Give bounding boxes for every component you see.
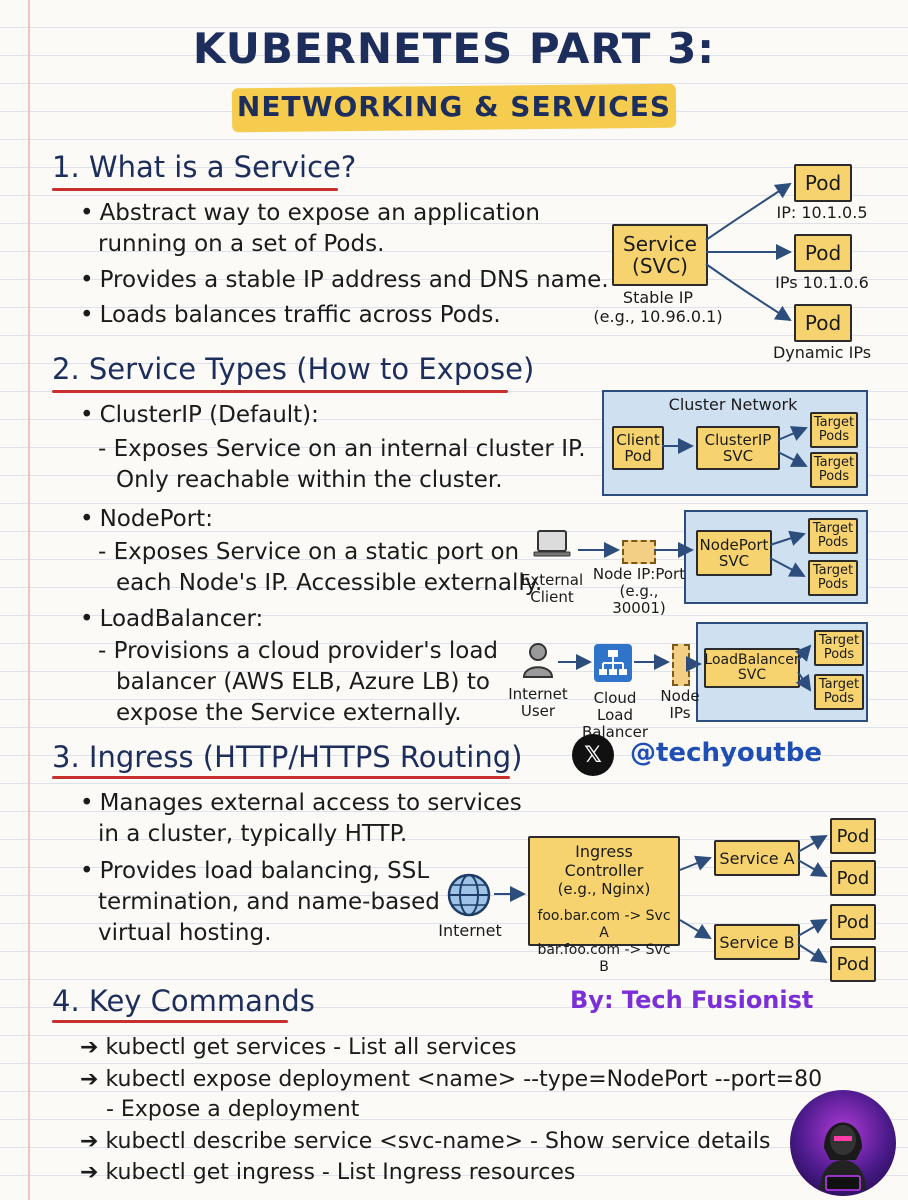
loadbalancer-desc-2: balancer (AWS ELB, Azure LB) to xyxy=(116,669,490,695)
loadbalancer-desc-1: - Provisions a cloud provider's load xyxy=(98,638,499,664)
node-ip-port-label: Node IP:Port(e.g., 30001) xyxy=(592,565,686,617)
pod-box-1: Pod xyxy=(794,164,852,202)
command-2-desc: - Expose a deployment xyxy=(106,1097,360,1122)
arrow-icon: ➔ xyxy=(80,1067,106,1092)
arrow-icon: ➔ xyxy=(80,1160,106,1185)
section-1-underline xyxy=(52,188,338,191)
section-3-underline xyxy=(52,776,510,779)
nodeport-desc-2: each Node's IP. Accessible externally. xyxy=(116,570,543,596)
service-b-box: Service B xyxy=(714,924,800,960)
user-icon xyxy=(522,642,554,678)
section-3-heading: 3. Ingress (HTTP/HTTPS Routing) xyxy=(52,740,522,774)
section-3-title: Ingress (HTTP/HTTPS Routing) xyxy=(88,740,523,774)
loadbalancer-desc-3: expose the Service externally. xyxy=(116,700,462,726)
social-handle[interactable]: @techyoutbe xyxy=(630,738,822,768)
pod-1-ip: IP: 10.1.0.5 xyxy=(776,203,868,222)
command-3: ➔ kubectl describe service <svc-name> - … xyxy=(80,1129,771,1154)
section-2-underline xyxy=(52,390,508,393)
command-2: ➔ kubectl expose deployment <name> --typ… xyxy=(80,1067,823,1092)
s1-bullet-1: Abstract way to expose an application xyxy=(80,198,540,229)
nodeport-title: NodePort: xyxy=(80,504,213,535)
clusterip-desc-1: - Exposes Service on an internal cluster… xyxy=(98,436,586,462)
pod-box-3: Pod xyxy=(794,304,852,342)
section-4-heading: 4. Key Commands xyxy=(52,984,315,1018)
command-1: ➔ kubectl get services - List all servic… xyxy=(80,1035,517,1060)
s1-bullet-2: Provides a stable IP address and DNS nam… xyxy=(80,265,609,296)
author-avatar xyxy=(790,1090,896,1196)
globe-icon xyxy=(446,872,492,918)
arrow-icon: ➔ xyxy=(80,1129,106,1154)
pod-box-2: Pod xyxy=(794,234,852,272)
node-ips-box xyxy=(672,644,690,686)
service-a-box: Service A xyxy=(714,840,800,876)
nodeport-desc-1: - Exposes Service on a static port on xyxy=(98,539,520,565)
section-3-number: 3. xyxy=(52,740,80,774)
laptop-icon xyxy=(533,530,571,558)
s1-bullet-3: Loads balances traffic across Pods. xyxy=(80,300,501,331)
page-subtitle: NETWORKING & SERVICES xyxy=(236,90,672,123)
loadbalancer-title: LoadBalancer: xyxy=(80,604,264,635)
arrow-icon: ➔ xyxy=(80,1035,106,1060)
command-4: ➔ kubectl get ingress - List Ingress res… xyxy=(80,1160,576,1185)
s3-bullet-2-cont-1: termination, and name-based xyxy=(98,889,440,915)
ingress-controller-box: Ingress Controller (e.g., Nginx) foo.bar… xyxy=(528,836,680,975)
section-4-number: 4. xyxy=(52,984,80,1018)
s3-bullet-1: Manages external access to services xyxy=(80,788,522,819)
section-2-title: Service Types (How to Expose) xyxy=(88,352,535,386)
section-2-number: 2. xyxy=(52,352,80,386)
pod-2-ip: IPs 10.1.0.6 xyxy=(775,273,869,292)
cloud-load-balancer-icon xyxy=(594,644,632,682)
section-4-underline xyxy=(52,1020,288,1023)
ingress-pod-box-3: Pod xyxy=(830,904,876,940)
pod-3-ip: Dynamic IPs xyxy=(772,343,872,362)
s1-bullet-1-cont: running on a set of Pods. xyxy=(98,231,385,257)
ingress-pod-box-2: Pod xyxy=(830,860,876,896)
s3-bullet-2: Provides load balancing, SSL xyxy=(80,856,430,887)
ingress-pod-box-4: Pod xyxy=(830,946,876,982)
section-4-title: Key Commands xyxy=(88,984,315,1018)
node-port-box xyxy=(622,540,656,564)
s3-bullet-2-cont-2: virtual hosting. xyxy=(98,920,272,946)
x-logo-icon[interactable]: 𝕏 xyxy=(572,734,614,776)
section-2-heading: 2. Service Types (How to Expose) xyxy=(52,352,534,386)
cluster-network-label: Cluster Network xyxy=(668,395,798,414)
clusterip-title: ClusterIP (Default): xyxy=(80,400,319,431)
internet-label: Internet xyxy=(438,921,502,940)
notebook-margin-line xyxy=(28,0,30,1200)
page-title: KUBERNETES PART 3: xyxy=(192,24,716,73)
section-1-title: What is a Service? xyxy=(88,150,357,184)
s3-bullet-1-cont: in a cluster, typically HTTP. xyxy=(98,821,408,847)
section-1-heading: 1. What is a Service? xyxy=(52,150,356,184)
stable-ip-label: Stable IP(e.g., 10.96.0.1) xyxy=(593,288,723,326)
ingress-pod-box-1: Pod xyxy=(830,818,876,854)
section-1-number: 1. xyxy=(52,150,80,184)
clusterip-desc-2: Only reachable within the cluster. xyxy=(116,467,503,493)
author-byline: By: Tech Fusionist xyxy=(570,986,814,1014)
service-svc-box: Service(SVC) xyxy=(612,224,708,286)
